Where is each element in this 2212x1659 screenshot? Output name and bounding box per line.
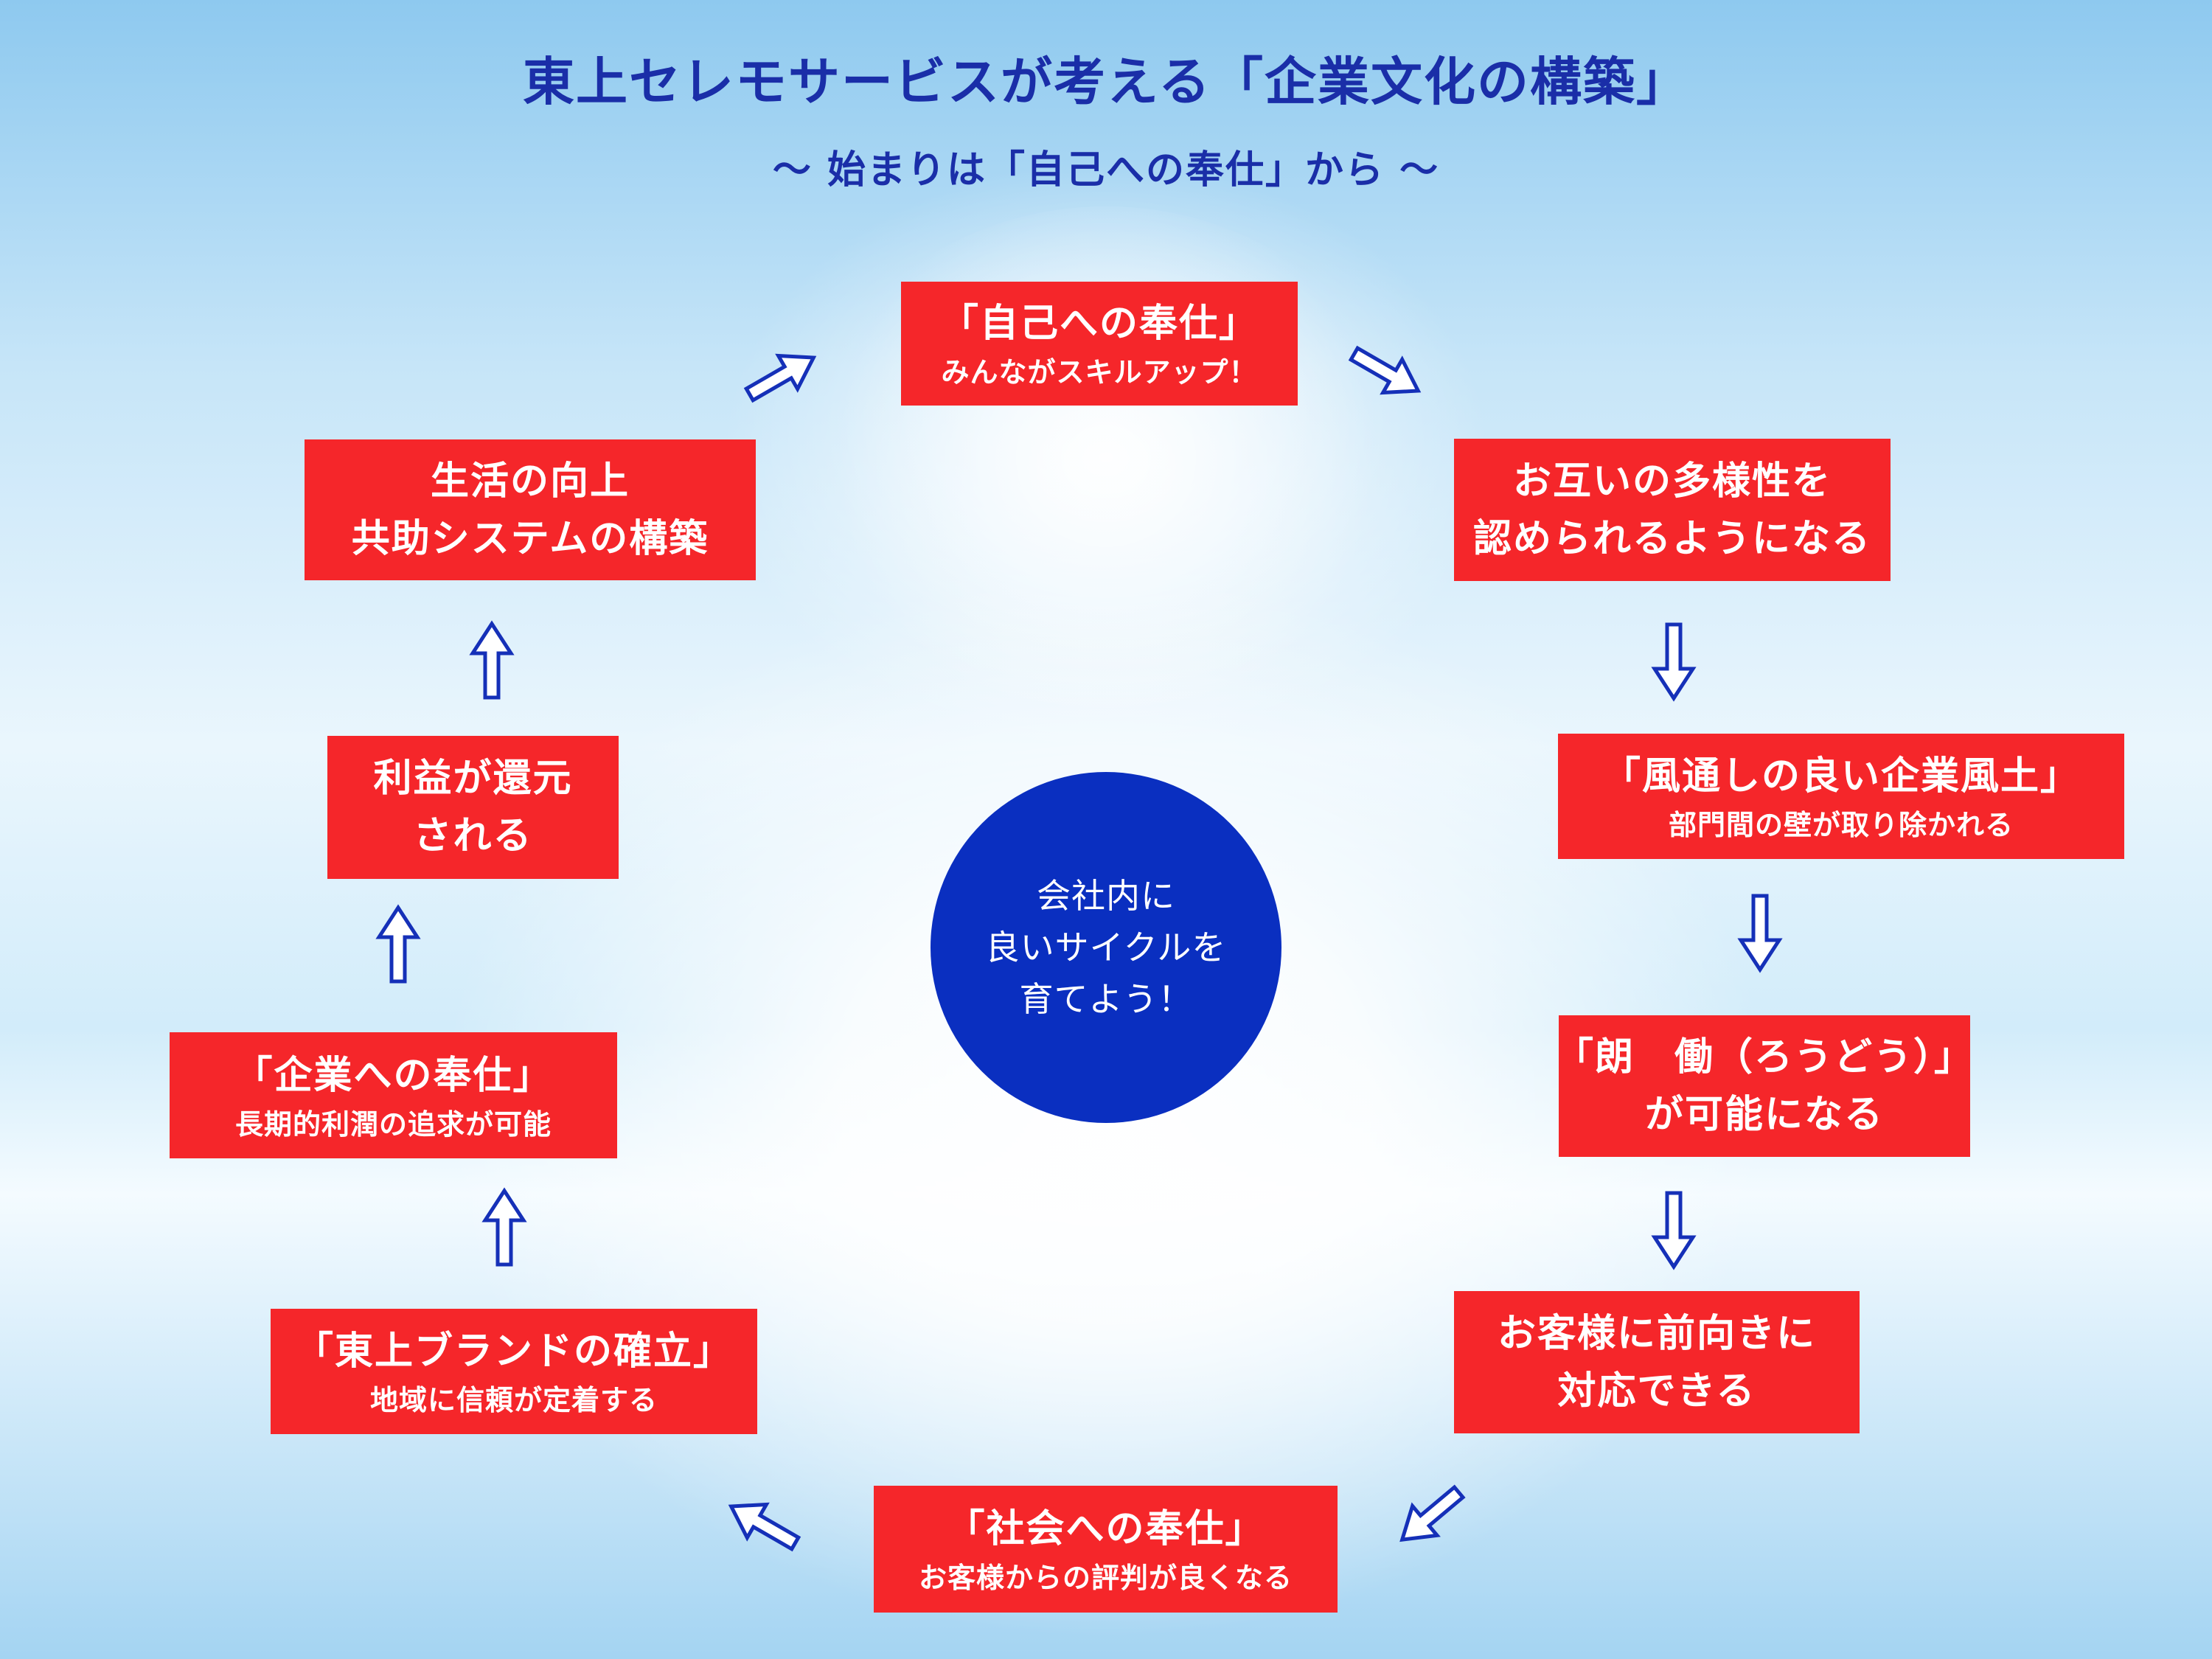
box-company-note: 長期的利潤の追求が可能: [234, 1107, 552, 1141]
box-company-heading: 「企業への奉仕」: [234, 1052, 553, 1098]
box-life-line2: 共助システムの構築: [351, 515, 709, 561]
box-brand-heading: 「東上ブランドの確立」: [294, 1329, 733, 1374]
box-self-service-heading: 「自己への奉仕」: [939, 301, 1259, 346]
arrow-right-up-1: [740, 341, 824, 411]
box-company: 「企業への奉仕」 長期的利潤の追求が可能: [170, 1032, 617, 1158]
arrow-up-2: [379, 908, 417, 981]
center-circle: 会社内に 良いサイクルを 育てよう！: [931, 772, 1281, 1123]
box-life: 生活の向上 共助システムの構築: [305, 439, 756, 580]
center-line3: 育てよう！: [1019, 979, 1193, 1019]
arrow-left-up-1: [722, 1489, 805, 1559]
arrow-down-1: [1655, 625, 1693, 698]
arrow-left-down-1: [1390, 1478, 1471, 1554]
box-brand: 「東上ブランドの確立」 地域に信頼が定着する: [271, 1309, 757, 1434]
box-customer-line1: お客様に前向きに: [1497, 1310, 1816, 1356]
arrow-up-3: [473, 624, 511, 698]
box-profit: 利益が還元 される: [327, 736, 619, 879]
box-diversity: お互いの多様性を 認められるようになる: [1454, 439, 1891, 581]
box-culture: 「風通しの良い企業風土」 部門間の壁が取り除かれる: [1558, 734, 2124, 859]
page-title: 東上セレモサービスが考える「企業文化の構築」: [523, 51, 1689, 112]
arrow-down-3: [1655, 1193, 1693, 1267]
box-work-line2: が可能になる: [1644, 1092, 1884, 1137]
box-work-line1: 「朗 働（ろうどう）」: [1555, 1034, 1975, 1079]
box-society-note: お客様からの評判が良くなる: [918, 1561, 1293, 1594]
box-self-service-note: みんながスキルアップ！: [941, 355, 1258, 389]
box-life-line1: 生活の向上: [430, 458, 630, 504]
box-diversity-line2: 認められるようになる: [1472, 515, 1871, 561]
center-line2: 良いサイクルを: [985, 928, 1227, 967]
box-diversity-line1: お互いの多様性を: [1512, 458, 1832, 504]
box-customer: お客様に前向きに 対応できる: [1454, 1291, 1860, 1433]
box-profit-line2: される: [413, 813, 533, 858]
box-society-heading: 「社会への奉仕」: [946, 1506, 1265, 1551]
box-work: 「朗 働（ろうどう）」 が可能になる: [1555, 1015, 1972, 1157]
center-line1: 会社内に: [1037, 876, 1175, 916]
box-customer-line2: 対応できる: [1557, 1368, 1756, 1413]
box-culture-heading: 「風通しの良い企業風土」: [1601, 754, 2080, 799]
page-subtitle: ～ 始まりは「自己への奉仕」から ～: [772, 147, 1440, 192]
box-profit-line1: 利益が還元: [373, 756, 573, 801]
arrow-down-2: [1741, 896, 1779, 970]
box-brand-note: 地域に信頼が定着する: [369, 1383, 658, 1416]
box-society: 「社会への奉仕」 お客様からの評判が良くなる: [874, 1486, 1338, 1613]
arrow-up-1: [485, 1191, 524, 1265]
box-culture-note: 部門間の壁が取り除かれる: [1668, 808, 2014, 841]
arrow-right-down-1: [1345, 337, 1428, 407]
box-self-service: 「自己への奉仕」 みんながスキルアップ！: [901, 282, 1298, 406]
